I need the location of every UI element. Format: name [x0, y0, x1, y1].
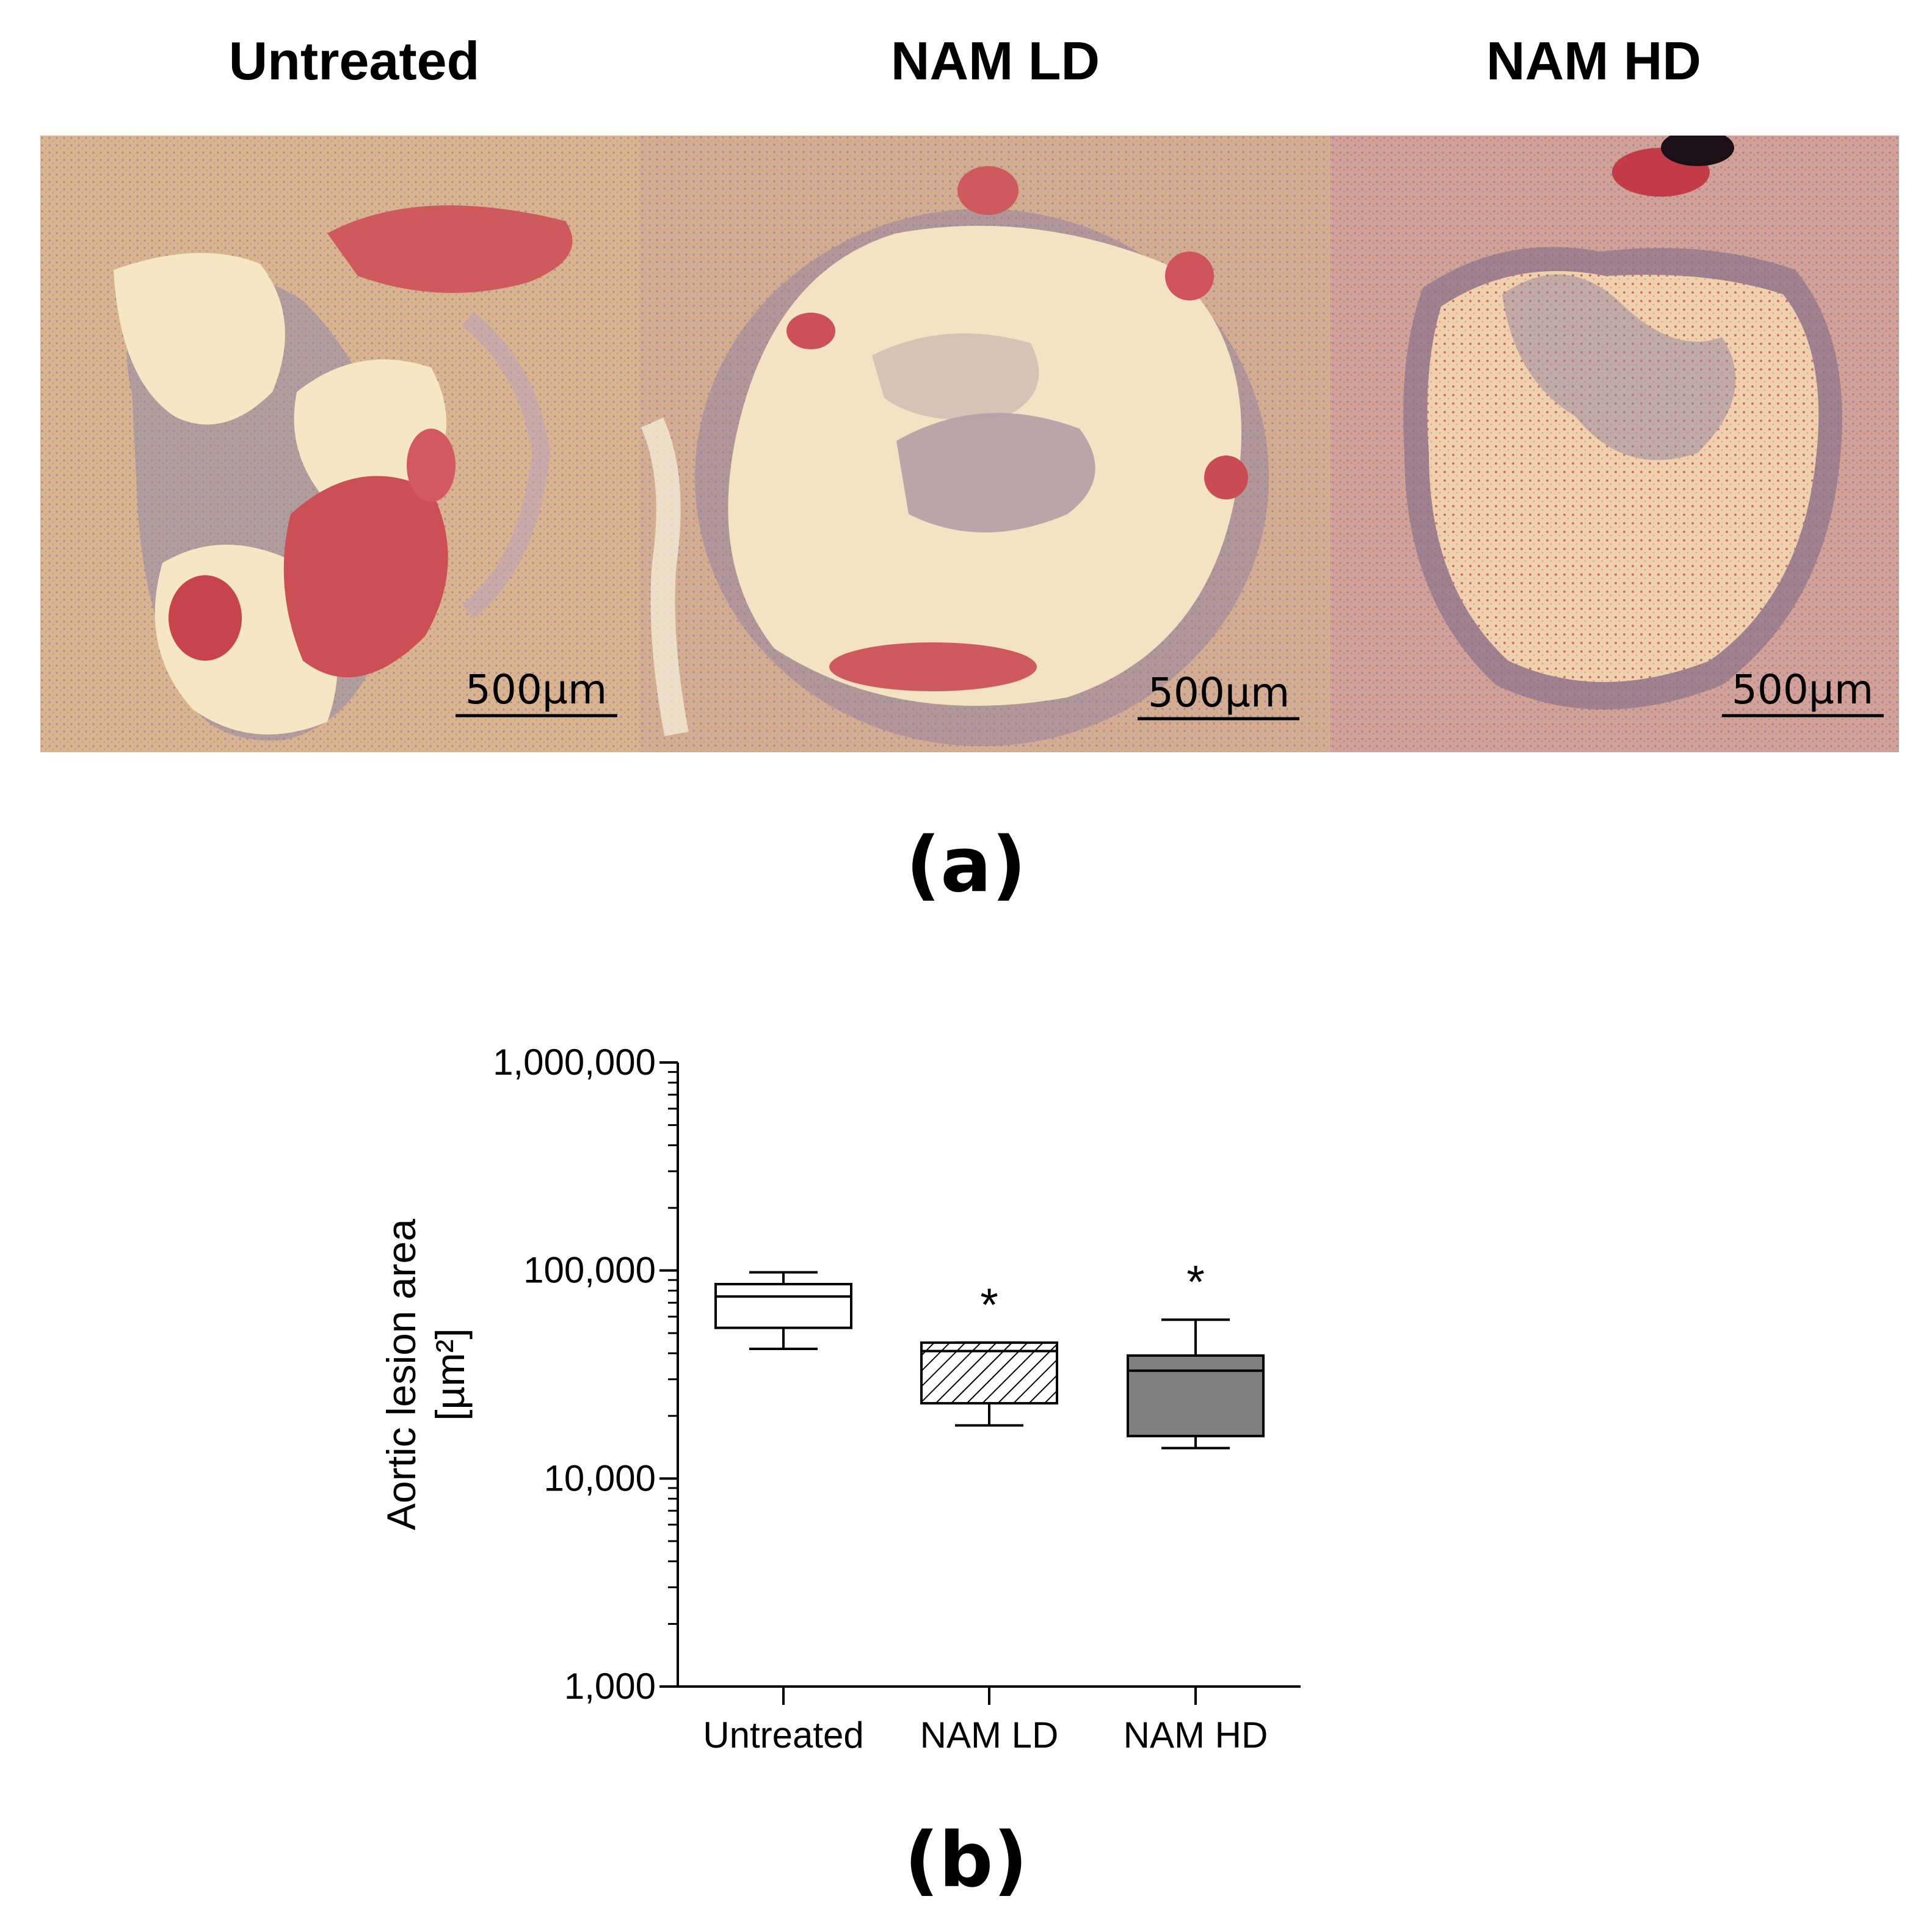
scale-bar-label-untreated: 500µm [465, 666, 607, 713]
panel-title-nam-ld: NAM LD [890, 31, 1100, 91]
histology-image-nam-ld: 500µm [640, 136, 1331, 752]
box-iqr [920, 1341, 1058, 1405]
y-axis-title-line1: Aortic lesion area [379, 1219, 424, 1530]
x-tick-label: NAM LD [920, 1715, 1059, 1756]
box-iqr [714, 1282, 852, 1329]
panel-title-untreated: Untreated [228, 31, 480, 91]
scale-bar-label-nam-ld: 500µm [1148, 669, 1290, 716]
y-tick-label: 100,000 [523, 1250, 656, 1291]
y-tick-label: 1,000 [564, 1666, 656, 1707]
y-axis-title-line2: [µm²] [427, 1328, 473, 1421]
significance-marker: * [1186, 1256, 1205, 1308]
y-tick-label: 10,000 [543, 1458, 656, 1498]
significance-marker: * [980, 1279, 998, 1331]
x-tick-label: NAM HD [1124, 1715, 1268, 1756]
y-tick-label: 1,000,000 [493, 1042, 656, 1083]
panel-title-nam-hd: NAM HD [1486, 31, 1701, 91]
subfigure-label-b: (b) [904, 1817, 1028, 1905]
scale-bar-label-nam-hd: 500µm [1732, 666, 1873, 713]
subfigure-label-a: (a) [906, 821, 1026, 909]
histology-image-untreated: 500µm [40, 136, 640, 752]
histology-image-nam-hd: 500µm [1331, 136, 1899, 752]
box-iqr [1127, 1354, 1265, 1437]
x-tick-label: Untreated [703, 1715, 864, 1756]
